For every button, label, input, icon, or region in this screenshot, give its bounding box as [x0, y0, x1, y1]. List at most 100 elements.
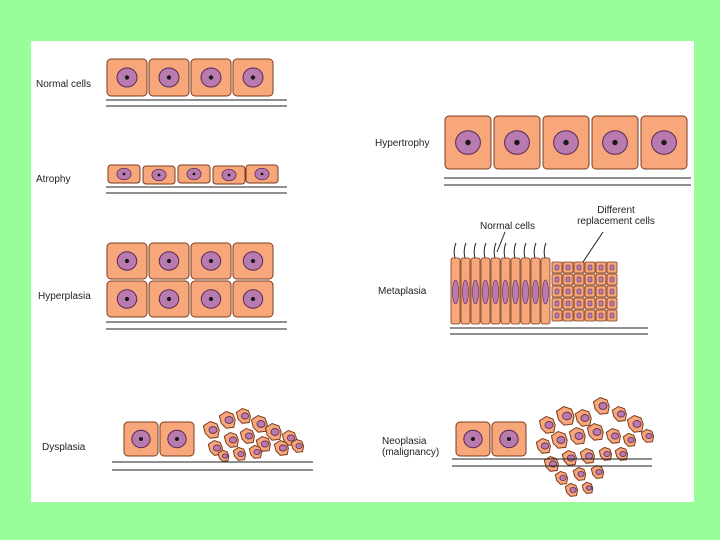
nucleus	[609, 264, 615, 271]
nucleus	[598, 288, 604, 295]
nucleolus	[166, 75, 172, 80]
nucleus	[587, 300, 593, 307]
nucleus	[609, 276, 615, 283]
nucleolus	[174, 436, 180, 442]
metaplasia-label: Metaplasia	[378, 286, 427, 297]
nucleus	[472, 279, 479, 305]
nucleus	[212, 444, 221, 452]
nucleus	[577, 470, 585, 478]
cilium	[473, 242, 477, 259]
nucleolus	[514, 139, 520, 146]
nucleolus	[465, 139, 471, 146]
nucleus	[617, 410, 626, 418]
normal-cells-label: Normal cells	[36, 79, 92, 90]
neoplasia-illustration	[452, 396, 655, 497]
nucleus	[228, 436, 237, 444]
nucleus	[645, 432, 653, 440]
hypertrophy-label: Hypertrophy	[375, 138, 430, 149]
nucleus	[565, 300, 571, 307]
nucleus	[574, 432, 584, 440]
nucleus	[576, 300, 582, 307]
nucleus	[609, 312, 615, 319]
nucleus	[452, 279, 459, 305]
nucleus	[587, 288, 593, 295]
nucleus	[603, 450, 611, 458]
cilium	[513, 242, 517, 259]
hyperplasia-illustration	[106, 242, 287, 330]
nucleolus	[250, 75, 256, 80]
nucleus	[567, 454, 576, 462]
nucleus	[592, 428, 602, 436]
nucleus	[559, 474, 567, 482]
nucleus	[240, 412, 249, 420]
atrophy-illustration	[106, 164, 287, 194]
nucleus	[585, 485, 593, 491]
nucleus	[565, 288, 571, 295]
nucleus	[554, 312, 560, 319]
nucleus	[576, 264, 582, 271]
nucleus	[565, 264, 571, 271]
nucleolus	[122, 172, 126, 176]
nucleus	[556, 436, 566, 444]
nucleus	[598, 264, 604, 271]
metaplasia-normal-cells-label: Normal cells	[480, 221, 536, 232]
nucleus	[611, 432, 620, 440]
nucleolus	[250, 296, 256, 302]
nucleus	[237, 450, 245, 458]
cilium	[533, 242, 537, 259]
nucleus	[576, 312, 582, 319]
nucleolus	[157, 173, 161, 177]
nucleus	[598, 402, 608, 410]
metaplasia-pointer-lines	[496, 231, 604, 263]
nucleus	[512, 279, 519, 305]
nucleolus	[208, 296, 214, 302]
pointer-line	[582, 231, 604, 263]
nucleus	[609, 288, 615, 295]
cilium	[483, 242, 487, 259]
cilium	[543, 242, 547, 259]
nucleolus	[250, 258, 256, 264]
nucleus	[544, 421, 554, 429]
nucleus	[482, 279, 489, 305]
nucleolus	[124, 258, 130, 264]
nucleus	[554, 264, 560, 271]
nucleus	[253, 448, 261, 456]
nucleus	[598, 300, 604, 307]
nucleolus	[124, 75, 130, 80]
nucleus	[278, 444, 287, 452]
dysplasia-label: Dysplasia	[42, 442, 86, 453]
nucleolus	[227, 173, 231, 177]
nucleus	[522, 279, 529, 305]
dysplasia-illustration	[112, 407, 313, 471]
nucleus	[542, 279, 549, 305]
nucleolus	[138, 436, 144, 442]
nucleus	[554, 300, 560, 307]
nucleus	[244, 432, 253, 440]
nucleus	[585, 452, 594, 460]
nucleus	[627, 436, 635, 444]
pointer-line	[496, 231, 506, 253]
nucleus	[260, 440, 269, 448]
cilium	[523, 242, 527, 259]
atrophy-label: Atrophy	[36, 174, 71, 185]
nucleus	[576, 276, 582, 283]
nucleolus	[124, 296, 130, 302]
neoplasia-label: Neoplasia (malignancy)	[382, 436, 440, 458]
nucleus	[224, 416, 234, 424]
nucleolus	[166, 296, 172, 302]
nucleus	[595, 468, 603, 476]
nucleolus	[661, 139, 667, 146]
nucleus	[286, 434, 295, 442]
nucleus	[554, 276, 560, 283]
nucleus	[554, 288, 560, 295]
cilium	[453, 242, 457, 259]
nucleus	[632, 420, 642, 428]
nucleus	[587, 276, 593, 283]
nucleus	[587, 312, 593, 319]
nucleus	[598, 276, 604, 283]
nucleus	[587, 264, 593, 271]
nucleus	[609, 300, 615, 307]
nucleolus	[563, 139, 569, 146]
hypertrophy-illustration	[444, 115, 691, 186]
